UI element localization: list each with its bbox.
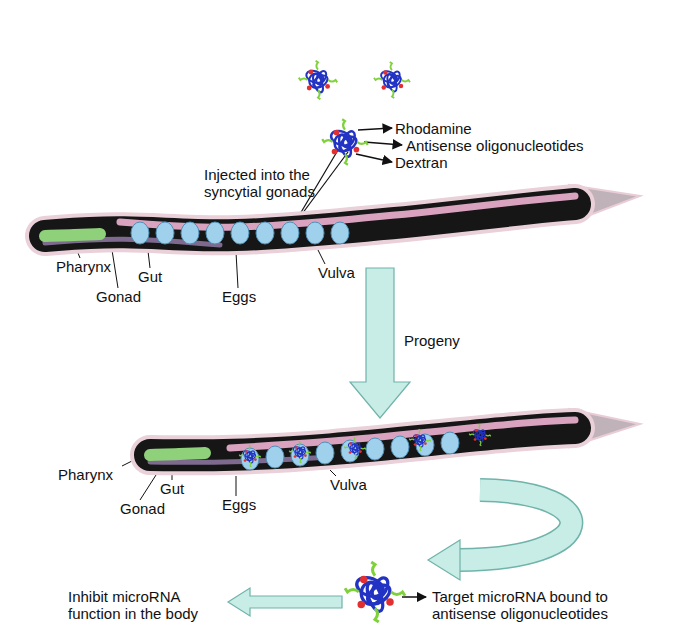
curved-arrow-outline [458,490,571,560]
leader-arrow [358,128,392,130]
part-label: Injected into the syncytial gonads [204,166,330,200]
part-label: Progeny [404,332,460,349]
nanoparticle [469,424,491,446]
progeny-worm [150,409,640,470]
egg [256,222,274,244]
part-label: Gut [138,268,162,285]
parent-worm [45,185,640,245]
curved-arrow-head [428,540,460,580]
nanoparticle [344,437,366,459]
egg [416,434,434,456]
egg [241,448,259,470]
egg [156,222,174,244]
part-label: Eggs [222,288,256,305]
part-label: Vulva [318,264,355,281]
egg [441,432,459,454]
part-label: Gut [160,480,184,497]
curved-arrow [458,490,571,560]
nanoparticle [289,441,311,463]
part-label: Eggs [222,496,256,513]
nanoparticle [409,429,431,451]
egg [331,222,349,244]
part-label: Pharynx [56,258,111,275]
egg [231,222,249,244]
nanoparticle [299,61,337,99]
egg [316,442,334,464]
egg [206,222,224,244]
leader-arrow [402,596,426,598]
part-label: Rhodamine [395,120,472,137]
egg [281,222,299,244]
leader-arrow [356,154,392,162]
part-label: Gonad [120,500,165,517]
part-label: Pharynx [58,466,113,483]
egg [266,446,284,468]
nanoparticle [345,562,405,622]
nanoparticle [322,119,368,165]
egg [306,222,324,244]
progeny-arrow [350,268,410,418]
egg [391,436,409,458]
part-label: Gonad [96,288,141,305]
egg [291,444,309,466]
nanoparticle [374,62,410,98]
leader-arrow [364,142,402,145]
part-label: Dextran [395,154,448,171]
pharynx [150,453,205,455]
pointer-lines [76,248,336,500]
part-label: Inhibit microRNA function in the body [68,588,218,622]
part-label: Vulva [330,476,367,493]
egg [181,222,199,244]
egg [366,438,384,460]
egg [131,222,149,244]
pharynx [45,234,100,236]
inhibit-arrow [228,588,342,616]
part-label: Antisense oligonucleotides [406,137,584,154]
part-label: Target microRNA bound to antisense oligo… [432,588,668,622]
nanoparticle [239,445,261,467]
